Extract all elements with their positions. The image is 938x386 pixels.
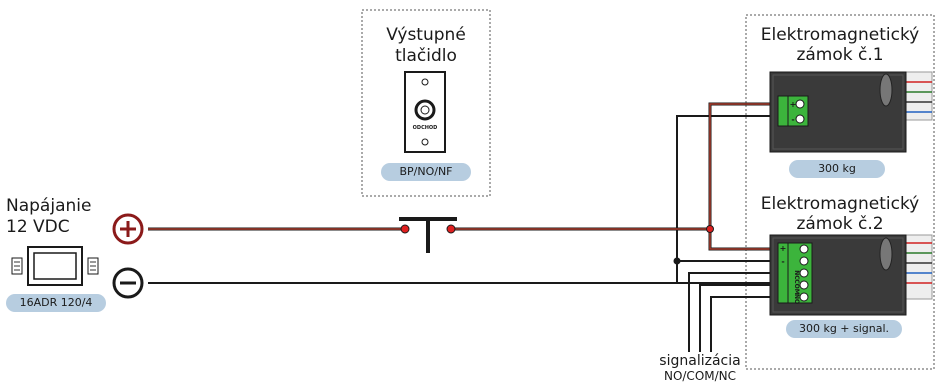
signaling-wires (688, 272, 784, 352)
power-supply-model-badge: 16ADR 120/4 (6, 294, 106, 312)
minus-terminal-symbol (112, 267, 144, 299)
lock2-com-label: COM (793, 279, 800, 295)
exit-button-switch-symbol (399, 217, 457, 253)
exit-button-title: Výstupné tlačidlo (364, 25, 488, 67)
lock2-rating-badge: 300 kg + signal. (786, 320, 902, 338)
lock1-minus-label: - (791, 115, 794, 124)
power-supply-title-line2: 12 VDC (6, 217, 70, 237)
power-supply-title: Napájanie 12 VDC (6, 196, 91, 238)
negative-wire (148, 115, 784, 284)
lock1-plus-label: + (790, 100, 797, 109)
lock2-plus-label: + (780, 244, 787, 253)
lock2-title: Elektromagnetický zámok č.2 (748, 194, 932, 234)
lock1-body (769, 71, 933, 153)
lock2-no-label: NO (793, 294, 800, 304)
lock1-rating-badge: 300 kg (789, 160, 885, 178)
junction-positive (706, 225, 714, 233)
exit-button-plate (404, 71, 446, 153)
signaling-label-line1: signalizácia (659, 353, 741, 369)
lock1-title: Elektromagnetický zámok č.1 (748, 25, 932, 65)
lock2-title-line1: Elektromagnetický (760, 194, 920, 214)
power-supply-graphic (11, 246, 99, 286)
positive-wire (148, 102, 784, 251)
lock1-title-line1: Elektromagnetický (760, 25, 920, 45)
lock2-title-line2: zámok č.2 (796, 214, 884, 234)
exit-button-type-badge: BP/NO/NF (381, 163, 471, 181)
power-supply-title-line1: Napájanie (6, 196, 92, 216)
lock2-nc-label: NC (793, 270, 800, 280)
exit-button-enclosure (361, 9, 491, 197)
plus-terminal-symbol (112, 213, 144, 245)
exit-button-title-line1: Výstupné (386, 25, 466, 45)
junction-negative (673, 257, 681, 265)
signaling-label-line2: NO/COM/NC (663, 369, 737, 383)
lock1-title-line2: zámok č.1 (796, 45, 884, 65)
lock2-body (769, 234, 933, 316)
locks-enclosure (745, 14, 935, 370)
signaling-label: signalizácia NO/COM/NC (612, 354, 788, 384)
exit-button-title-line2: tlačidlo (395, 46, 457, 66)
lock2-minus-label: - (781, 257, 784, 266)
exit-button-plate-text: ODCHOD (413, 125, 438, 131)
